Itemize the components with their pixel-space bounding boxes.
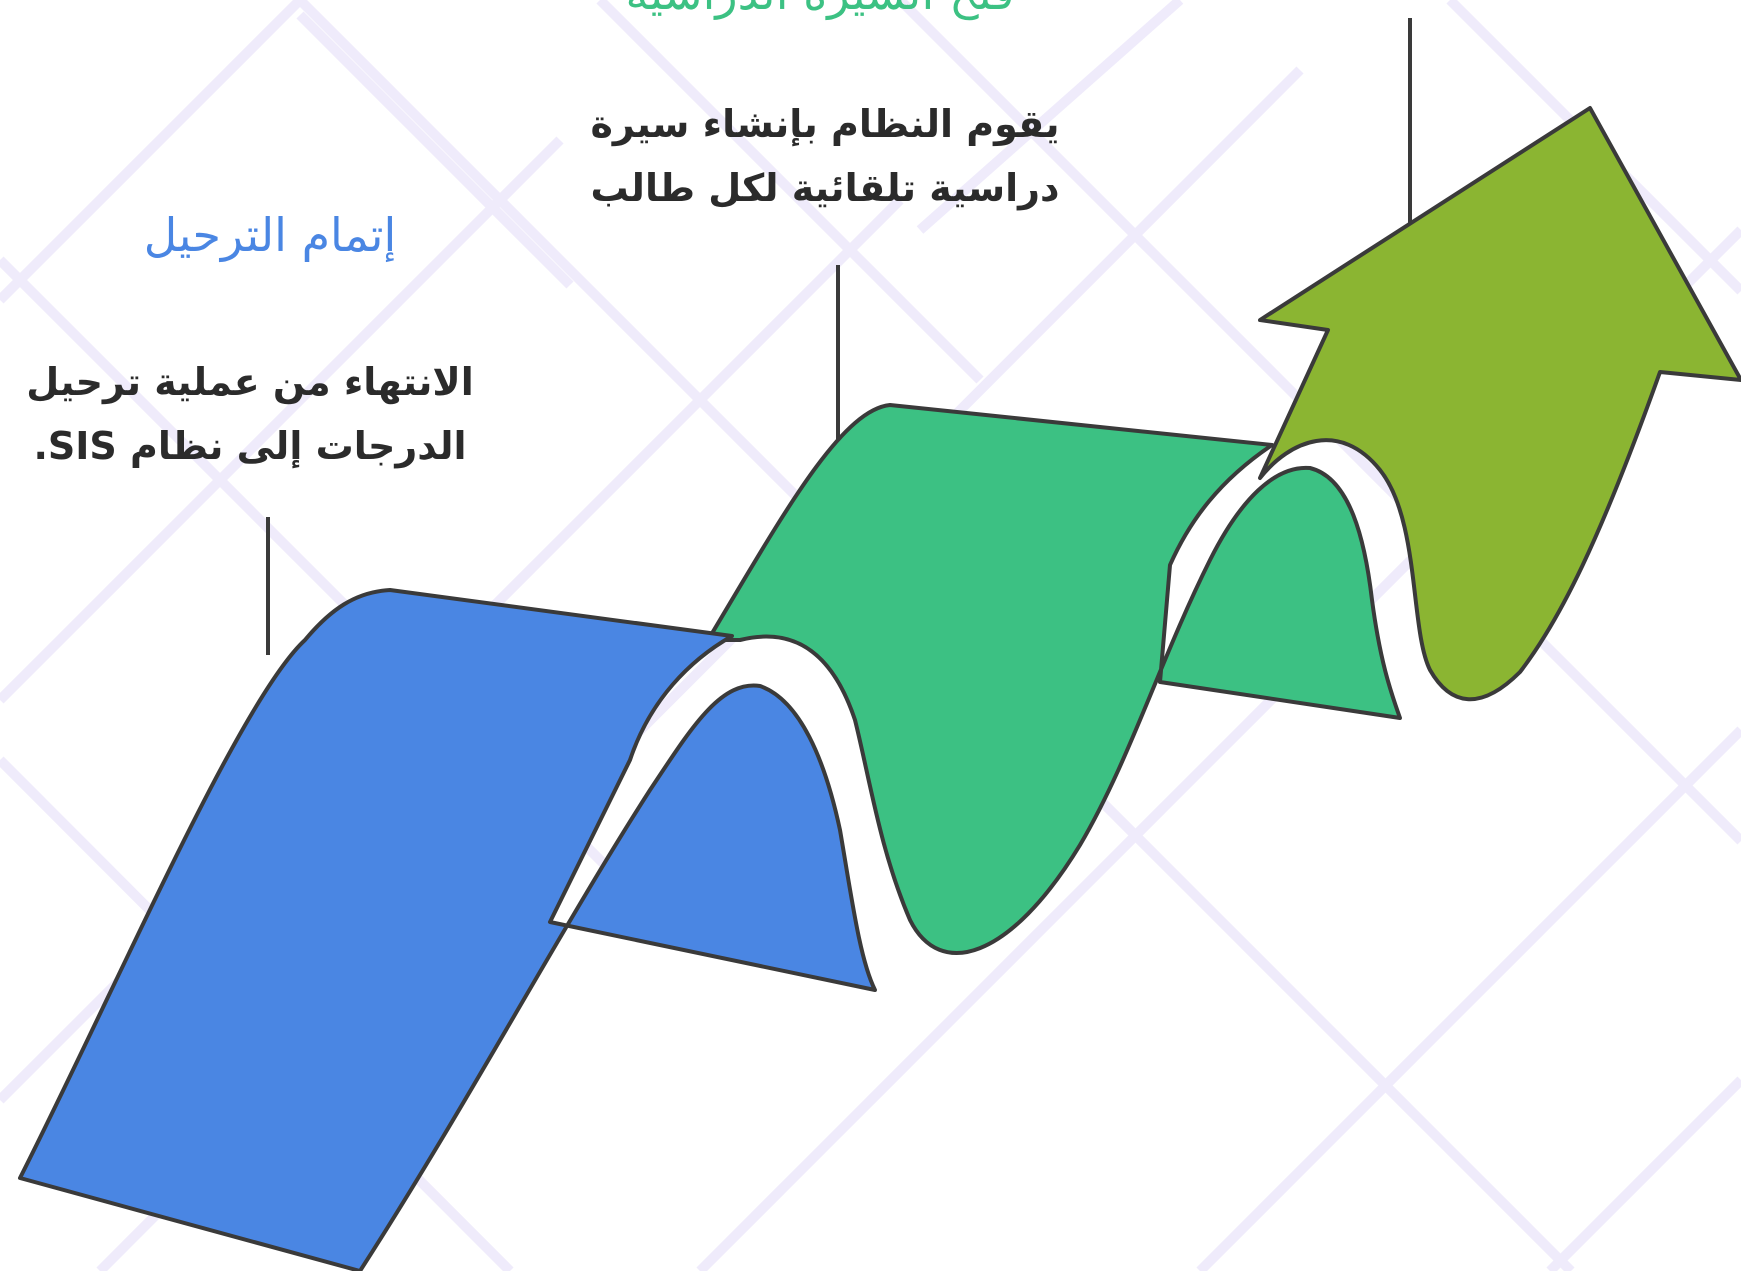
step2-ribbon — [706, 403, 1402, 955]
step1-ribbon — [18, 588, 877, 1271]
step1-title: إتمام الترحيل — [143, 208, 397, 262]
step1-description-line2: الدرجات إلى نظام SIS. — [33, 424, 467, 468]
step2-title: فتح السيرة الدراسية — [540, 0, 1100, 20]
step2-description-line1: يقوم النظام بإنشاء سيرة — [590, 102, 1060, 146]
step1-description-line1: الانتهاء من عملية ترحيل — [26, 360, 474, 404]
step2-description: يقوم النظام بإنشاء سيرة دراسية تلقائية ل… — [580, 92, 1070, 220]
step2-description-line2: دراسية تلقائية لكل طالب — [590, 166, 1060, 210]
step3-arrow — [1258, 106, 1741, 702]
step1-description: الانتهاء من عملية ترحيل الدرجات إلى نظام… — [10, 350, 490, 478]
